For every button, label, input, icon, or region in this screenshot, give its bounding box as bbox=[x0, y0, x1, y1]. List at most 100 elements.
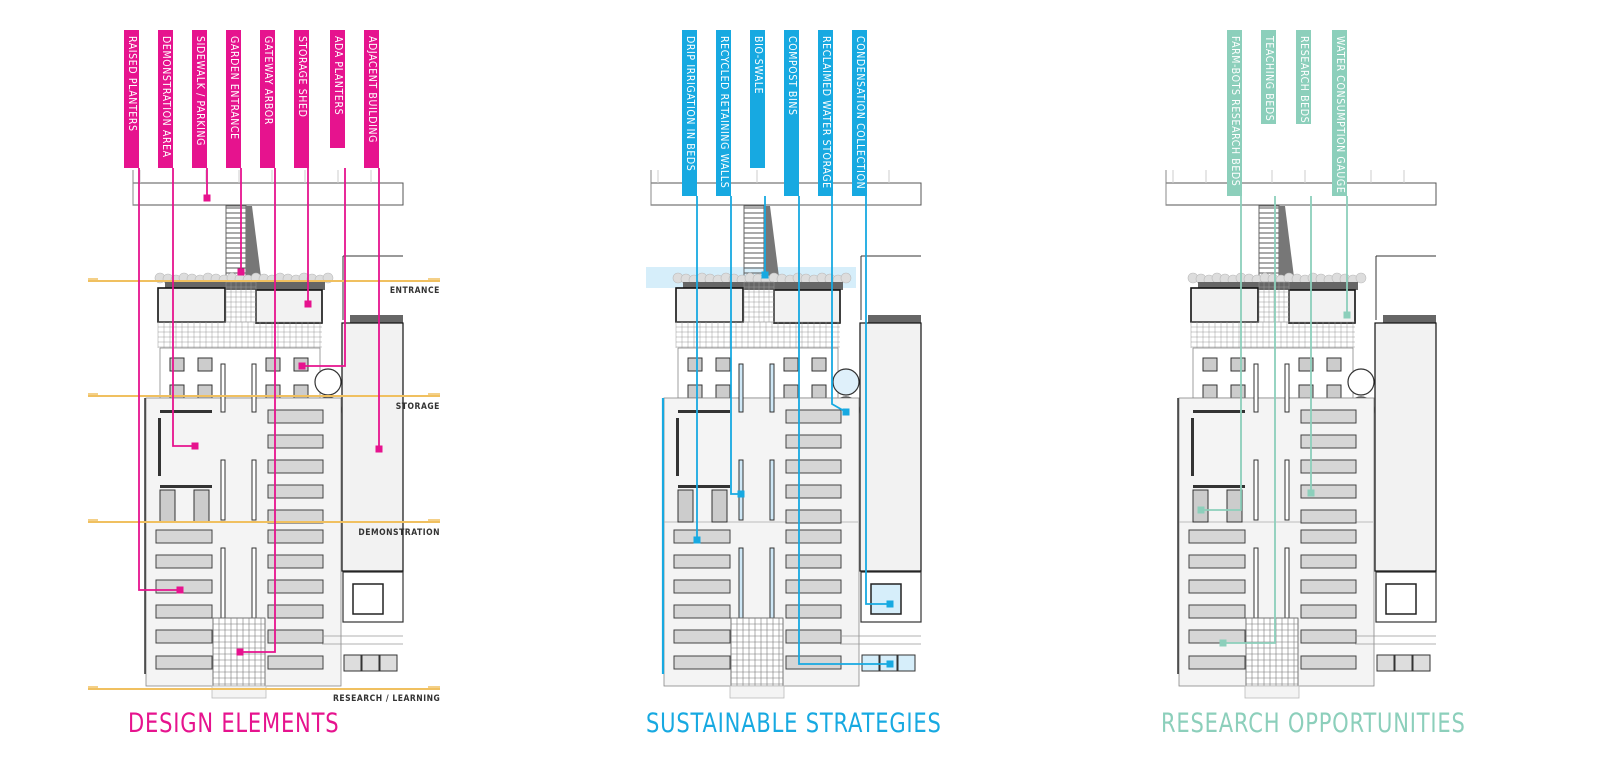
bio-swale bbox=[251, 547, 257, 619]
callout-tag: RAISED PLANTERS bbox=[124, 30, 139, 168]
raised-bed bbox=[1188, 655, 1246, 670]
raised-bed bbox=[785, 554, 842, 569]
bio-swale bbox=[738, 547, 744, 619]
callout-tag: RESEARCH BEDS bbox=[1296, 30, 1311, 124]
demo-planter bbox=[1226, 489, 1243, 523]
hedge-base bbox=[683, 282, 843, 290]
bio-swale bbox=[1284, 363, 1290, 413]
bio-swale bbox=[769, 459, 775, 521]
entry-step bbox=[1244, 685, 1300, 699]
raised-bed bbox=[1300, 409, 1357, 424]
raised-bed bbox=[155, 554, 213, 569]
compost-bin bbox=[361, 654, 380, 672]
leader-line bbox=[302, 168, 346, 367]
raised-bed bbox=[673, 655, 731, 670]
entry-step bbox=[729, 685, 785, 699]
callout-tag: DRIP IRRIGATION IN BEDS bbox=[682, 30, 697, 196]
raised-bed bbox=[1300, 434, 1357, 449]
raised-bed bbox=[1300, 655, 1357, 670]
entrance-planter bbox=[157, 287, 226, 323]
raised-bed bbox=[1188, 579, 1246, 594]
leader-lines bbox=[693, 196, 894, 668]
raised-bed bbox=[155, 604, 213, 619]
water-tank bbox=[832, 368, 860, 396]
callout-tag: ADA PLANTERS bbox=[330, 30, 345, 148]
raised-bed bbox=[1300, 629, 1357, 644]
entrance-planter bbox=[773, 289, 841, 324]
raised-bed bbox=[785, 409, 842, 424]
bio-swale bbox=[251, 459, 257, 521]
arbor bbox=[1245, 617, 1299, 687]
raised-bed bbox=[785, 629, 842, 644]
arbor bbox=[730, 617, 784, 687]
raised-bed bbox=[785, 459, 842, 474]
callout-tag: COMPOST BINS bbox=[784, 30, 799, 196]
bio-swale bbox=[1253, 363, 1259, 413]
raised-bed bbox=[785, 655, 842, 670]
panel-title: RESEARCH OPPORTUNITIES bbox=[1161, 708, 1466, 739]
raised-bed bbox=[1188, 554, 1246, 569]
raised-bed bbox=[1300, 604, 1357, 619]
adjacent-building bbox=[341, 322, 404, 572]
low-wall bbox=[1193, 410, 1245, 413]
callout-tag: DEMONSTRATION AREA bbox=[158, 30, 173, 168]
raised-bed bbox=[155, 579, 213, 594]
bio-swale bbox=[220, 363, 226, 413]
leader-marker bbox=[191, 442, 199, 450]
entry-step bbox=[211, 685, 267, 699]
building-outline bbox=[1375, 255, 1436, 320]
raised-bed bbox=[1188, 604, 1246, 619]
raised-bed bbox=[267, 554, 324, 569]
leader-lines bbox=[138, 168, 383, 656]
leader-line bbox=[865, 196, 890, 605]
callout-tag: CONDENSATION COLLECTION bbox=[852, 30, 867, 196]
leader-line bbox=[798, 196, 890, 665]
ada-planter bbox=[1326, 357, 1342, 372]
raised-bed bbox=[267, 409, 324, 424]
entrance-planter bbox=[1190, 287, 1259, 323]
leader-marker bbox=[886, 660, 894, 668]
low-wall bbox=[1191, 418, 1194, 476]
ada-planter bbox=[1326, 384, 1342, 399]
panel-title: DESIGN ELEMENTS bbox=[128, 708, 340, 739]
leader-marker bbox=[1197, 506, 1205, 514]
compost-bin bbox=[897, 654, 916, 672]
raised-bed bbox=[1300, 579, 1357, 594]
zone-lines bbox=[88, 278, 440, 690]
raised-bed bbox=[155, 529, 213, 544]
storage-shed bbox=[870, 583, 902, 615]
low-wall bbox=[1193, 485, 1245, 488]
callout-tag: GATEWAY ARBOR bbox=[260, 30, 275, 168]
bio-swale bbox=[769, 547, 775, 619]
ada-planter bbox=[265, 357, 281, 372]
raised-bed bbox=[785, 434, 842, 449]
arbor-grid bbox=[1245, 617, 1299, 687]
low-wall bbox=[678, 410, 730, 413]
bio-swale bbox=[1284, 459, 1290, 521]
ada-planter bbox=[687, 384, 703, 399]
hedge-shrub bbox=[840, 272, 852, 284]
leader-line bbox=[831, 196, 847, 413]
bio-swale bbox=[220, 459, 226, 521]
leader-marker bbox=[737, 490, 745, 498]
site-plan bbox=[646, 170, 922, 699]
compost-bin bbox=[343, 654, 362, 672]
raised-bed bbox=[785, 529, 842, 544]
raised-bed bbox=[267, 629, 324, 644]
leader-marker bbox=[886, 600, 894, 608]
leader-line bbox=[172, 168, 195, 447]
leader-line bbox=[1223, 196, 1276, 644]
entrance-planter bbox=[255, 289, 323, 324]
hedge-shrub bbox=[1355, 272, 1367, 284]
water-tank bbox=[1347, 368, 1375, 396]
raised-bed bbox=[785, 604, 842, 619]
leader-marker bbox=[203, 194, 211, 202]
bio-swale bbox=[738, 363, 744, 413]
leader-marker bbox=[237, 268, 245, 276]
compost-bin bbox=[1394, 654, 1413, 672]
callout-tag: TEACHING BEDS bbox=[1261, 30, 1276, 124]
callout-tag: SIDEWALK / PARKING bbox=[192, 30, 207, 168]
ramp-wall bbox=[246, 206, 262, 285]
raised-bed bbox=[1300, 529, 1357, 544]
storage-court bbox=[677, 347, 839, 399]
